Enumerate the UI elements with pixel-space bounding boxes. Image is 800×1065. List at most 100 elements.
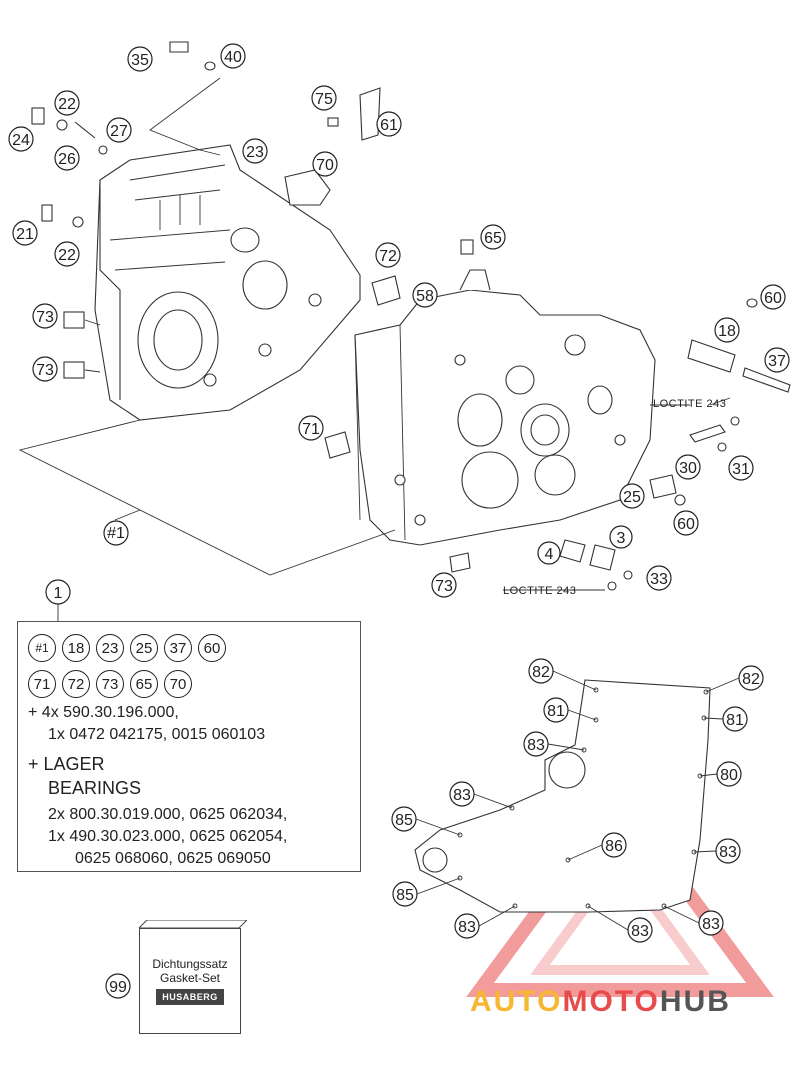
callout-4: 4: [537, 541, 561, 565]
svg-text:25: 25: [623, 489, 641, 506]
svg-text:81: 81: [547, 703, 565, 720]
callout-72: 72: [375, 242, 401, 268]
svg-text:99: 99: [109, 979, 127, 996]
svg-text:31: 31: [732, 461, 750, 478]
callout-35: 35: [127, 46, 153, 72]
svg-text:27: 27: [110, 123, 128, 140]
svg-text:73: 73: [435, 578, 453, 595]
svg-text:83: 83: [631, 923, 649, 940]
svg-text:83: 83: [702, 916, 720, 933]
kit-badge: 25: [130, 634, 158, 662]
svg-text:70: 70: [316, 157, 334, 174]
svg-text:24: 24: [12, 132, 30, 149]
callout-25: 25: [619, 483, 645, 509]
gasket-callout-83c: 83: [715, 838, 741, 864]
callout-40: 40: [220, 43, 246, 69]
watermark-part-auto: AUTO: [470, 985, 563, 1018]
gasket-callout-83b: 83: [449, 781, 475, 807]
callout-75: 75: [311, 85, 337, 111]
callout-30: 30: [675, 454, 701, 480]
svg-text:23: 23: [246, 144, 264, 161]
gasket-callout-86: 86: [601, 832, 627, 858]
kit-badge: 65: [130, 670, 158, 698]
kit-badge: 23: [96, 634, 124, 662]
svg-text:81: 81: [726, 712, 744, 729]
gasket-callout-83f: 83: [698, 910, 724, 936]
gasket-callout-80: 80: [716, 761, 742, 787]
callout-73a: 73: [32, 303, 58, 329]
svg-text:60: 60: [764, 290, 782, 307]
kit-badge: 18: [62, 634, 90, 662]
svg-text:21: 21: [16, 226, 34, 243]
svg-text:83: 83: [527, 737, 545, 754]
svg-text:26: 26: [58, 151, 76, 168]
svg-text:75: 75: [315, 91, 333, 108]
svg-text:73: 73: [36, 309, 54, 326]
svg-text:4: 4: [545, 546, 554, 563]
kit-line-5: 2x 800.30.019.000, 0625 062034,: [48, 806, 288, 823]
kit-line-3: + LAGER: [28, 754, 105, 774]
loctite-note-top: LOCTITE 243: [653, 398, 726, 410]
callout-31: 31: [728, 455, 754, 481]
kit-line-6: 1x 490.30.023.000, 0625 062054,: [48, 828, 288, 845]
callout-26: 26: [54, 145, 80, 171]
gasket-callout-82b: 82: [738, 665, 764, 691]
watermark-text: AUTOMOTOHUB: [470, 985, 731, 1019]
gasket-title-de: Dichtungssatz: [152, 957, 228, 971]
leader-lines: [18, 77, 731, 591]
gasket-box-top: [139, 920, 247, 928]
kit-badge: #1: [28, 634, 56, 662]
callout-71: 71: [298, 415, 324, 441]
callout-61: 61: [376, 111, 402, 137]
watermark-part-moto: MOTO: [562, 985, 660, 1018]
svg-text:3: 3: [617, 530, 626, 547]
callout-27: 27: [106, 117, 132, 143]
kit-contents-box: #1 18 23 25 37 60 71 72 73 65 70 + 4x 59…: [17, 621, 361, 872]
gasket-callout-85b: 85: [392, 881, 418, 907]
gasket-callout-81b: 81: [722, 706, 748, 732]
loctite-note-bottom: LOCTITE 243: [503, 585, 576, 597]
svg-text:37: 37: [768, 353, 786, 370]
gasket-box-front: Dichtungssatz Gasket-Set HUSABERG: [139, 928, 241, 1034]
callout-22a: 22: [54, 90, 80, 116]
svg-text:72: 72: [379, 248, 397, 265]
gasket-outline: [414, 679, 711, 913]
brand-logo: HUSABERG: [156, 989, 224, 1005]
callout-33: 33: [646, 565, 672, 591]
callout-1: 1: [45, 579, 71, 605]
svg-text:61: 61: [380, 117, 398, 134]
kit-line-2: 1x 0472 042175, 0015 060103: [48, 726, 266, 743]
kit-badges-row-2: 71 72 73 65 70: [28, 670, 192, 698]
svg-text:80: 80: [720, 767, 738, 784]
callout-21: 21: [12, 220, 38, 246]
svg-text:85: 85: [395, 812, 413, 829]
svg-text:35: 35: [131, 52, 149, 69]
gasket-callout-83d: 83: [454, 913, 480, 939]
gasket-set-box: Dichtungssatz Gasket-Set HUSABERG: [139, 920, 247, 1034]
kit-badge: 73: [96, 670, 124, 698]
callout-58: 58: [412, 282, 438, 308]
gasket-callout-82a: 82: [528, 658, 554, 684]
svg-text:30: 30: [679, 460, 697, 477]
gasket-callout-85a: 85: [391, 806, 417, 832]
kit-badge: 70: [164, 670, 192, 698]
svg-text:86: 86: [605, 838, 623, 855]
svg-text:60: 60: [677, 516, 695, 533]
svg-text:1: 1: [54, 585, 63, 602]
right-crankcase-half: [354, 269, 656, 546]
kit-badge: 71: [28, 670, 56, 698]
svg-text:82: 82: [532, 664, 550, 681]
svg-text:83: 83: [458, 919, 476, 936]
kit-badge: 72: [62, 670, 90, 698]
callout-65: 65: [480, 224, 506, 250]
kit-line-4: BEARINGS: [48, 778, 142, 798]
callout-73b: 73: [32, 356, 58, 382]
callout-60a: 60: [760, 284, 786, 310]
svg-text:71: 71: [302, 421, 320, 438]
left-crankcase-half: [94, 144, 361, 421]
callout-22b: 22: [54, 241, 80, 267]
callout-3: 3: [609, 525, 633, 549]
callout-18: 18: [714, 317, 740, 343]
callout-73c: 73: [431, 572, 457, 598]
watermark-part-hub: HUB: [659, 985, 731, 1018]
